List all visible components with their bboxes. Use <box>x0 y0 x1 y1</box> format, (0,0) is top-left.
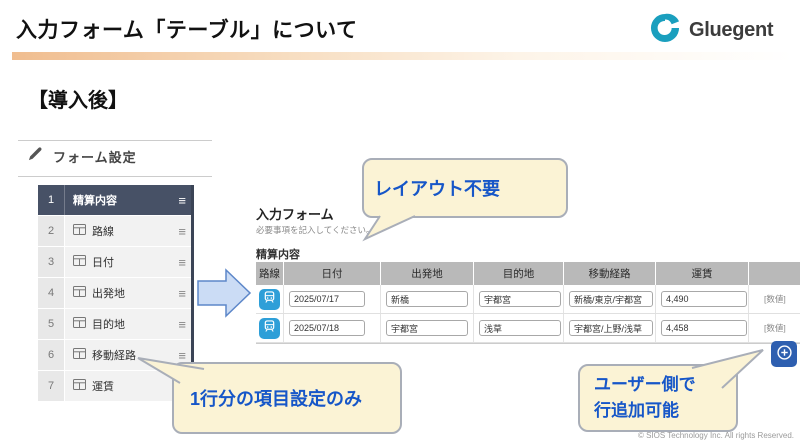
train-icon <box>263 291 276 307</box>
column-header-mokutekichi: 目的地 <box>474 262 564 285</box>
fare-type-hint: [数値] <box>764 294 786 304</box>
callout-text: 行追加可能 <box>594 401 679 420</box>
sidebar-item-idoukeiro[interactable]: 6 移動経路 ≡ <box>38 340 191 371</box>
form-section-label: 精算内容 <box>256 249 300 261</box>
departure-input[interactable] <box>386 291 468 307</box>
gluegent-logo-text: Gluegent <box>689 18 774 41</box>
form-subtitle: 必要事項を記入してください。 <box>256 225 375 235</box>
sidebar-item-rosen[interactable]: 2 路線 ≡ <box>38 216 191 247</box>
column-header-hizuke: 日付 <box>284 262 381 285</box>
fare-input[interactable] <box>661 320 747 336</box>
item-label: 日付 <box>92 257 114 269</box>
route-search-button[interactable] <box>259 288 280 310</box>
form-settings-header: フォーム設定 <box>28 146 137 166</box>
destination-input[interactable] <box>479 291 561 307</box>
callout-layout-not-needed: レイアウト不要 <box>362 158 568 218</box>
table-icon <box>73 315 86 333</box>
drag-handle-icon[interactable]: ≡ <box>178 192 186 208</box>
panel-divider-top <box>18 140 212 141</box>
item-number: 2 <box>38 216 65 246</box>
gluegent-logo: Gluegent <box>648 10 774 51</box>
drag-handle-icon[interactable]: ≡ <box>178 285 186 301</box>
drag-handle-icon[interactable]: ≡ <box>178 347 186 363</box>
item-label: 路線 <box>92 226 114 238</box>
item-label: 目的地 <box>92 319 125 331</box>
page-title: 入力フォーム「テーブル」について <box>16 19 358 42</box>
drag-handle-icon[interactable]: ≡ <box>178 223 186 239</box>
sidebar-item-shuppatsuchi[interactable]: 4 出発地 ≡ <box>38 278 191 309</box>
table-row: [数値] <box>256 314 800 343</box>
column-header-unchin: 運賃 <box>656 262 749 285</box>
table-header-row: 路線 日付 出発地 目的地 移動経路 運賃 <box>256 262 800 285</box>
form-title: 入力フォーム <box>256 207 334 222</box>
drag-handle-icon[interactable]: ≡ <box>178 316 186 332</box>
table-row: [数値] <box>256 285 800 314</box>
form-settings-item-list: 1 精算内容 ≡ 2 路線 ≡ 3 日付 ≡ 4 <box>38 185 194 402</box>
item-number: 6 <box>38 340 65 370</box>
column-header-rosen: 路線 <box>256 262 284 285</box>
column-header-shuppatsuchi: 出発地 <box>381 262 474 285</box>
table-icon <box>73 346 86 364</box>
item-label: 運賃 <box>92 381 114 393</box>
item-label: 精算内容 <box>73 195 117 207</box>
column-header-cutoff <box>749 262 800 285</box>
route-input[interactable] <box>569 320 653 336</box>
callout-single-row-config: 1行分の項目設定のみ <box>172 362 402 434</box>
form-settings-title: フォーム設定 <box>53 149 137 165</box>
item-number: 4 <box>38 278 65 308</box>
date-input[interactable] <box>289 320 365 336</box>
add-row-button[interactable] <box>771 341 797 367</box>
callout-text: レイアウト不要 <box>374 179 500 199</box>
table-icon <box>73 253 86 271</box>
departure-input[interactable] <box>386 320 468 336</box>
title-accent-bar <box>12 52 792 60</box>
sidebar-item-unchin[interactable]: 7 運賃 ≡ <box>38 371 191 402</box>
sidebar-item-mokutekichi[interactable]: 5 目的地 ≡ <box>38 309 191 340</box>
fare-type-hint: [数値] <box>764 323 786 333</box>
sidebar-item-hizuke[interactable]: 3 日付 ≡ <box>38 247 191 278</box>
callout-text: 1行分の項目設定のみ <box>190 389 363 409</box>
route-search-button[interactable] <box>259 317 280 339</box>
table-icon <box>73 284 86 302</box>
table-icon <box>73 377 86 395</box>
item-number: 7 <box>38 371 65 401</box>
item-label: 出発地 <box>92 288 125 300</box>
date-input[interactable] <box>289 291 365 307</box>
column-header-idoukeiro: 移動経路 <box>564 262 656 285</box>
item-number: 5 <box>38 309 65 339</box>
drag-handle-icon[interactable]: ≡ <box>178 254 186 270</box>
gluegent-logo-mark-icon <box>648 10 682 51</box>
callout-text: ユーザー側で <box>594 375 696 394</box>
train-icon <box>263 320 276 336</box>
item-number: 3 <box>38 247 65 277</box>
table-icon <box>73 222 86 240</box>
pencil-icon <box>28 146 43 166</box>
panel-divider-bottom <box>18 176 212 177</box>
item-label: 移動経路 <box>92 350 136 362</box>
circle-plus-icon <box>776 344 793 364</box>
fare-input[interactable] <box>661 291 747 307</box>
item-number: 1 <box>38 185 65 215</box>
expense-table: 路線 日付 出発地 目的地 移動経路 運賃 <box>256 262 800 344</box>
destination-input[interactable] <box>479 320 561 336</box>
sidebar-item-seisan-naiyou[interactable]: 1 精算内容 ≡ <box>38 185 191 216</box>
callout-user-add-rows: ユーザー側で 行追加可能 <box>578 364 738 432</box>
route-input[interactable] <box>569 291 653 307</box>
copyright-text: © SIOS Technology Inc. All rights Reserv… <box>637 431 794 440</box>
section-heading: 【導入後】 <box>28 90 128 112</box>
